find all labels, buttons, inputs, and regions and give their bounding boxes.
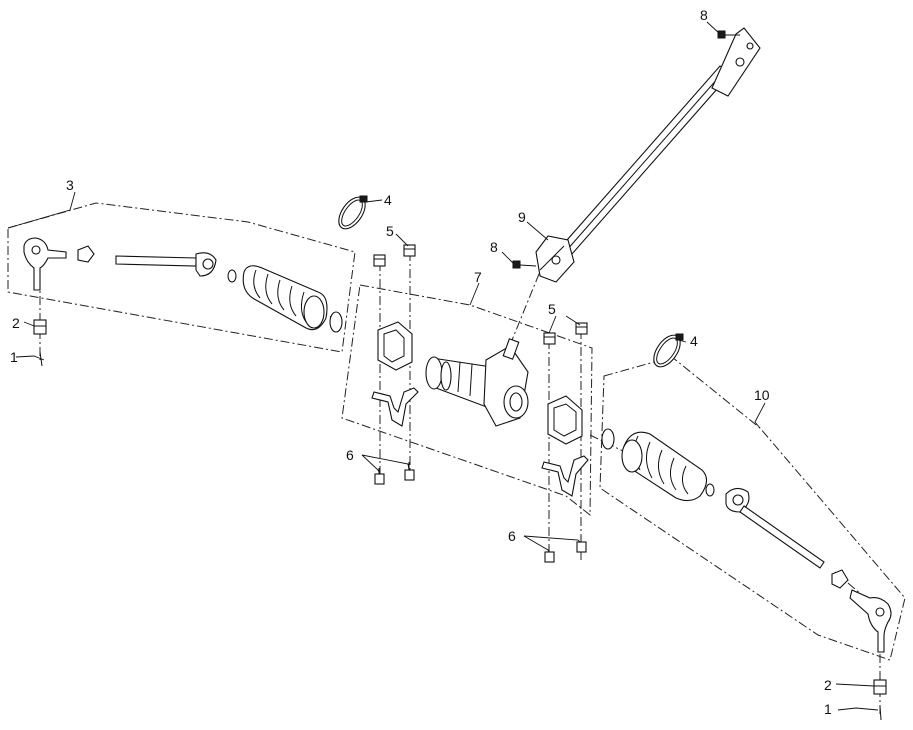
right-small-washer [705, 483, 715, 497]
callout-1-right: 1 [824, 701, 832, 717]
bolt-6-right-a [544, 546, 555, 563]
right-castle-nut [873, 679, 887, 695]
nut-5-left-b [403, 244, 416, 257]
nut-5-right-b [575, 322, 588, 335]
right-rack-boot [621, 431, 708, 502]
bolt-8-lower [512, 260, 537, 269]
right-inner-tie-rod [725, 487, 825, 569]
right-rack-bushing [547, 395, 583, 445]
left-rack-bushing [377, 321, 413, 371]
left-tie-rod-end [23, 237, 67, 291]
callout-8-lower: 8 [490, 239, 498, 255]
rack-housing [425, 338, 529, 427]
callout-6-left: 6 [346, 447, 354, 463]
steering-shaft [535, 27, 761, 283]
callout-2-right: 2 [824, 677, 832, 693]
left-rack-boot [242, 265, 328, 331]
callout-5-right: 5 [548, 301, 556, 317]
leader-lines [7, 21, 879, 711]
left-castle-nut [33, 319, 47, 335]
nut-5-right-a [543, 332, 556, 345]
right-tie-rod-group-outline [599, 356, 906, 661]
callout-10: 10 [754, 387, 770, 403]
left-inner-tie-rod [115, 252, 217, 277]
left-rack-clamp [371, 387, 419, 427]
bolt-6-right-b [576, 536, 587, 553]
callout-3: 3 [66, 177, 74, 193]
right-rack-clamp [541, 455, 589, 497]
nut-5-left-a [373, 254, 386, 267]
callout-6-right: 6 [508, 528, 516, 544]
callout-1-left: 1 [10, 349, 18, 365]
callout-5-left: 5 [386, 223, 394, 239]
callout-7: 7 [474, 269, 482, 285]
right-jam-nut [831, 569, 849, 589]
left-rack-washer [329, 311, 343, 333]
right-boot-clamp [653, 333, 684, 368]
callout-4-right: 4 [690, 333, 698, 349]
bolt-6-left-b [404, 462, 415, 481]
steering-rack-group-outline [341, 284, 593, 517]
right-cotter-pin [879, 705, 882, 721]
bolt-6-left-a [374, 468, 385, 485]
callout-4-left: 4 [384, 192, 392, 208]
right-rack-washer [601, 428, 615, 450]
left-tie-rod-group-outline [7, 202, 356, 353]
left-small-washer [227, 269, 237, 283]
left-boot-clamp [338, 195, 368, 230]
bolt-8-top [717, 30, 740, 39]
left-jam-nut [77, 245, 95, 263]
callout-9: 9 [518, 209, 526, 225]
right-tie-rod-end [849, 589, 892, 653]
callout-2-left: 2 [12, 315, 20, 331]
callout-8-top: 8 [700, 7, 708, 23]
